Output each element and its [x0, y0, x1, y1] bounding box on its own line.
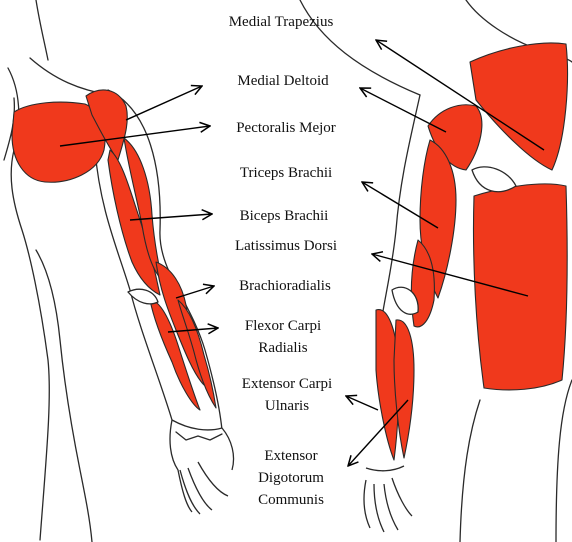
labels: Medial Trapezius Medial Deltoid Pectoral… — [229, 14, 337, 508]
latissimus-dorsi-muscle — [473, 184, 567, 390]
front-arm-figure — [4, 0, 234, 542]
arrow-medial-deltoid-right — [360, 88, 446, 132]
label-medial-deltoid: Medial Deltoid — [237, 73, 329, 89]
label-extensor-carpi-line2: Ulnaris — [265, 398, 309, 414]
label-extensor-digitorum-line1: Extensor — [264, 448, 317, 464]
label-medial-trapezius: Medial Trapezius — [229, 14, 334, 30]
label-extensor-carpi-line1: Extensor Carpi — [242, 376, 332, 392]
arrow-medial-deltoid-left — [126, 86, 202, 120]
label-pectoralis: Pectoralis Mejor — [236, 120, 336, 136]
label-flexor-carpi-line1: Flexor Carpi — [245, 318, 321, 334]
label-latissimus: Latissimus Dorsi — [235, 238, 337, 254]
label-flexor-carpi-line2: Radialis — [258, 340, 307, 356]
label-triceps: Triceps Brachii — [240, 165, 332, 181]
label-extensor-digitorum-line3: Communis — [258, 492, 324, 508]
forearm-front-muscle — [178, 300, 216, 408]
medial-trapezius-muscle — [470, 43, 567, 170]
arrow-extensor-carpi — [346, 396, 378, 410]
label-biceps: Biceps Brachii — [240, 208, 329, 224]
label-brachioradialis: Brachioradialis — [239, 278, 331, 294]
label-extensor-digitorum-line2: Digotorum — [258, 470, 324, 486]
